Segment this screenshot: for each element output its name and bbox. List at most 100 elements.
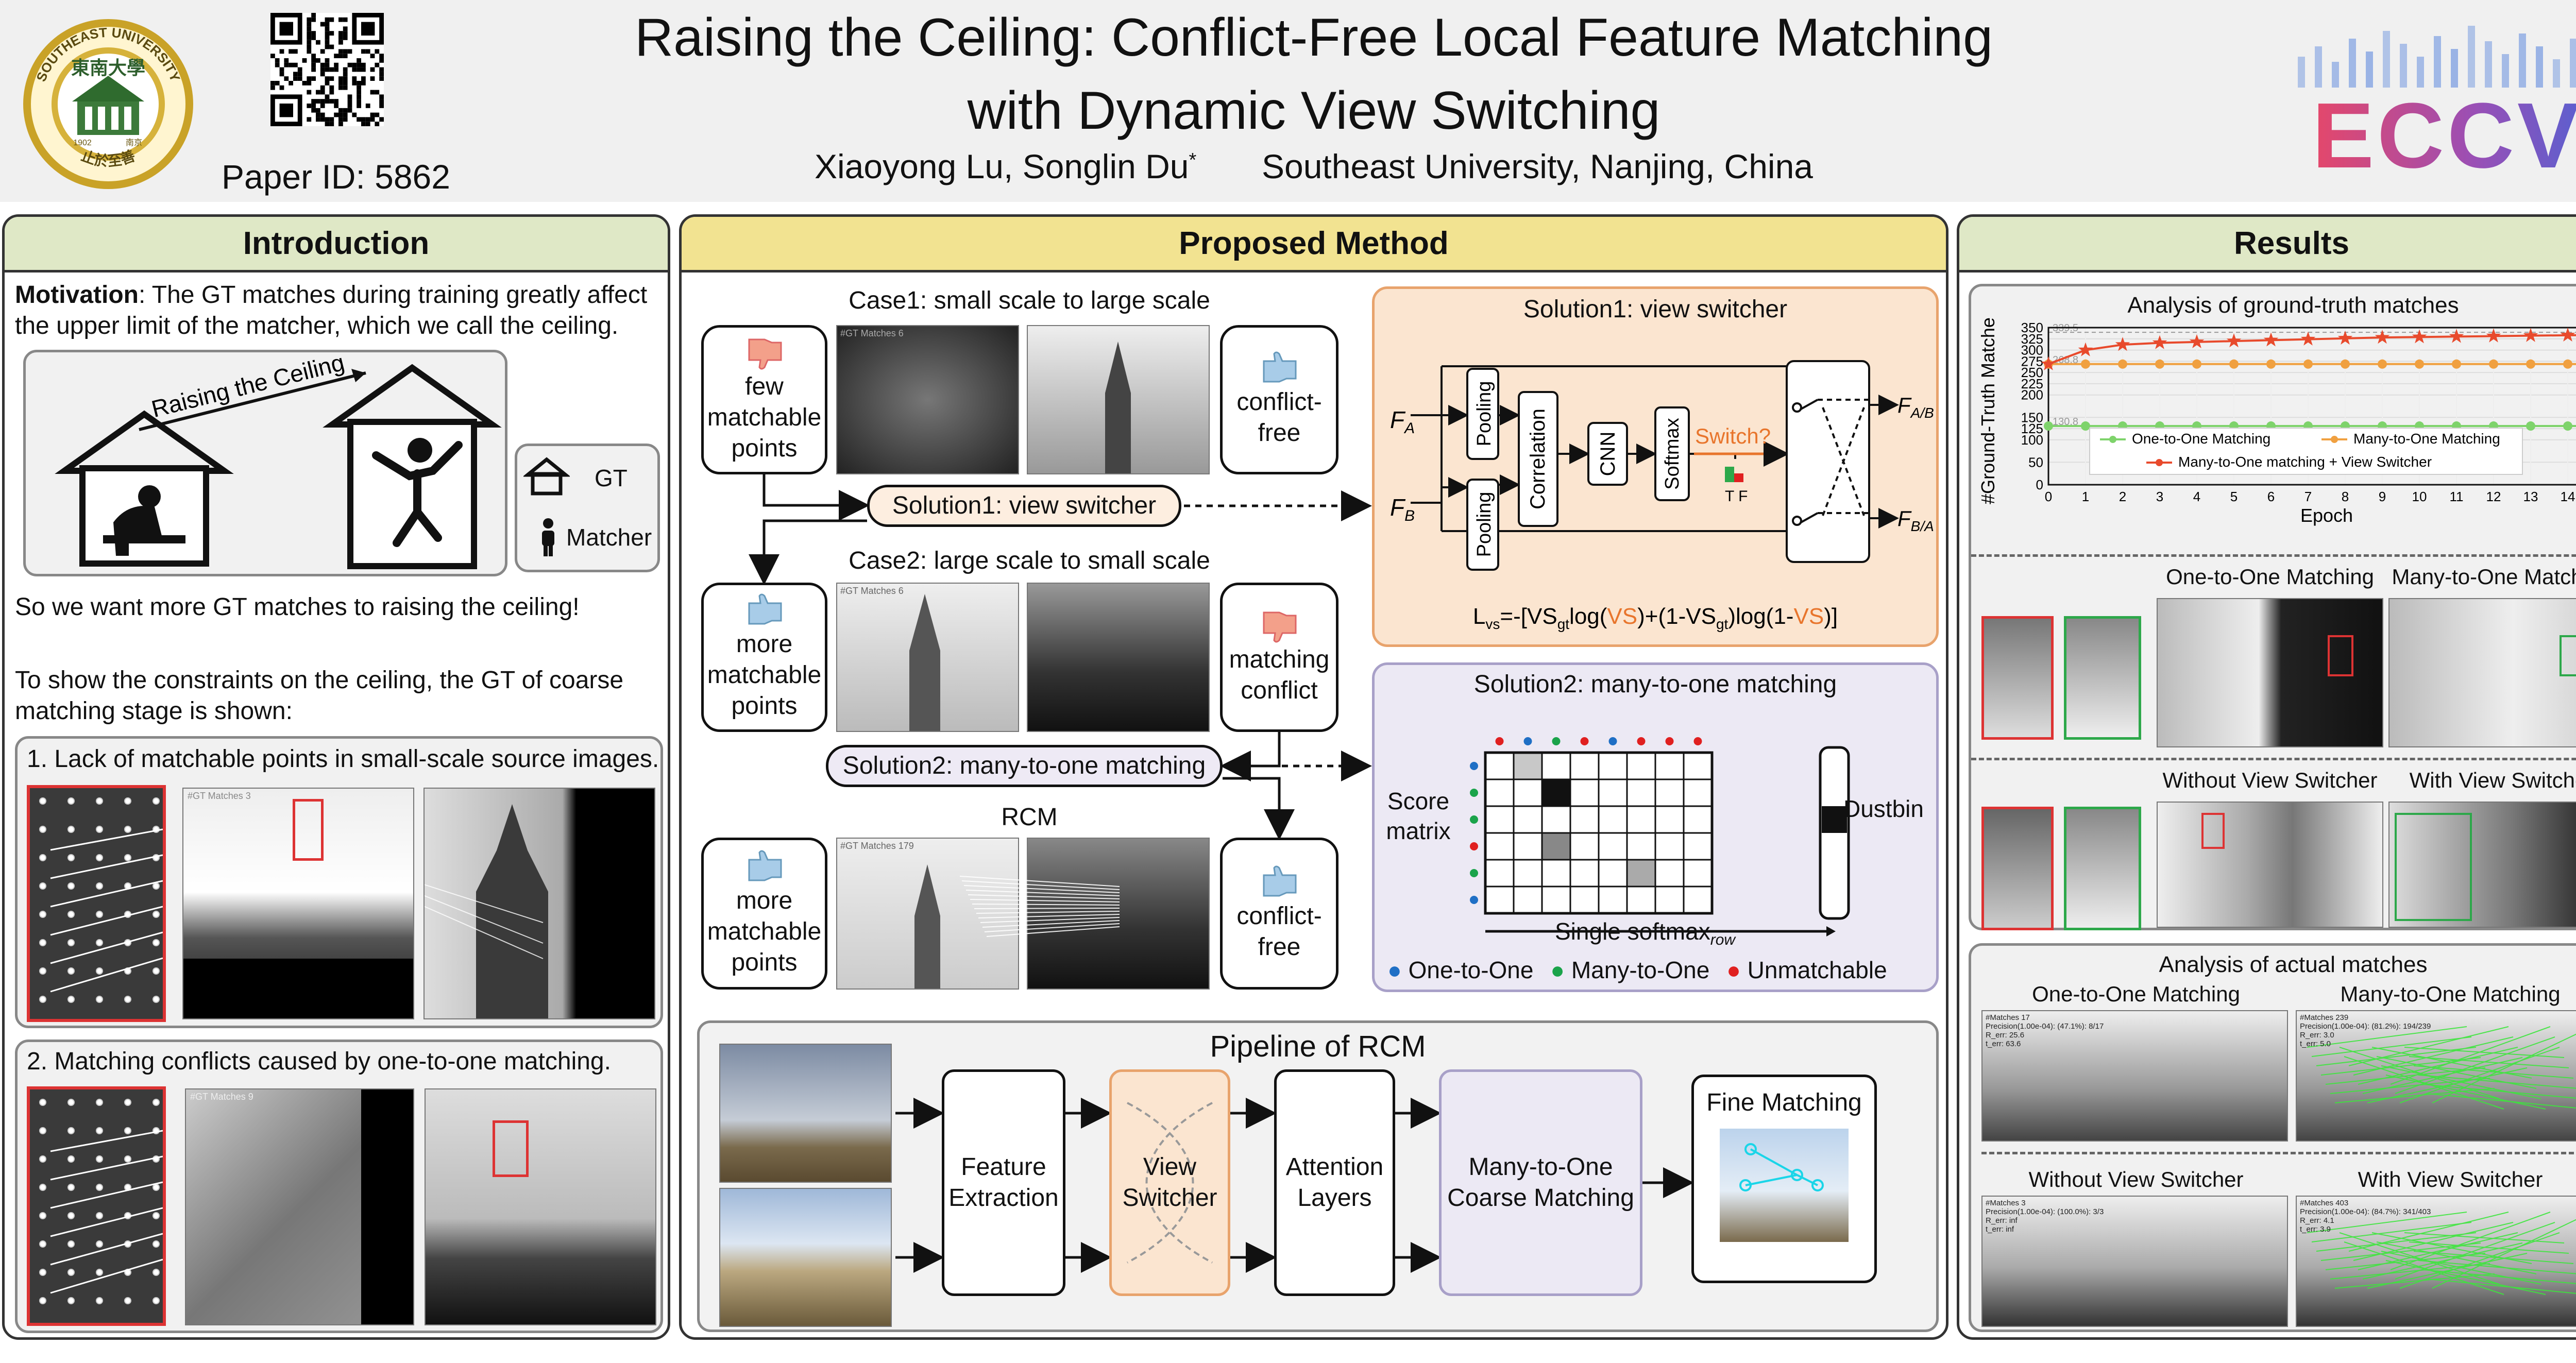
matrix-cell xyxy=(1626,752,1656,780)
logo-city: 南京 xyxy=(126,138,142,147)
matrix-cell xyxy=(1598,805,1628,834)
gt-crop-green-2 xyxy=(2064,807,2141,930)
gt-crop-red-2 xyxy=(1981,807,2054,930)
stat-line: t_err: 3.9 xyxy=(2300,1225,2331,1234)
matrix-cell xyxy=(1683,805,1713,834)
matrix-cell xyxy=(1513,778,1543,807)
x-tick-label: 5 xyxy=(2230,489,2238,504)
rcm-match-lines xyxy=(959,876,1120,937)
data-point xyxy=(2560,327,2575,342)
thumbs-up-icon xyxy=(748,850,782,881)
highlight-box xyxy=(293,799,324,861)
data-point xyxy=(2192,359,2201,369)
matrix-cell xyxy=(1683,832,1713,861)
matrix-cell xyxy=(1598,832,1628,861)
pooling-a: Pooling xyxy=(1473,381,1495,447)
row-dot-icon xyxy=(1470,896,1478,904)
intro-line2: To show the constraints on the ceiling, … xyxy=(15,667,624,725)
data-point xyxy=(2263,332,2279,347)
matrix-cell xyxy=(1484,805,1515,834)
column-dot-icon xyxy=(1580,737,1589,745)
introduction-column: Introduction Motivation: The GT matches … xyxy=(2,214,670,1340)
gt-o2o-subtitle: One-to-One Matching xyxy=(2166,565,2374,589)
solution2-button[interactable]: Solution2: many-to-one matching xyxy=(826,745,1223,787)
method-arrows xyxy=(749,474,1372,840)
actual-wo-subtitle: Without View Switcher xyxy=(2028,1167,2244,1191)
row-dot-icon xyxy=(1470,762,1478,770)
view-switcher-diagram: Pooling Pooling Correlation CNN Softmax … xyxy=(1390,360,1934,632)
legend-dot-red-icon: ● xyxy=(1726,957,1741,983)
method-heading: Proposed Method xyxy=(682,217,1946,272)
x-tick-label: 2 xyxy=(2119,489,2126,504)
column-dot-icon xyxy=(1523,737,1532,745)
pipeline-panel: Pipeline of RCM Feature Extraction View … xyxy=(697,1020,1939,1332)
constraint-1-image-b xyxy=(423,788,655,1019)
x-tick-label: 6 xyxy=(2267,489,2275,504)
constraint-2-text: 2. Matching conflicts caused by one-to-o… xyxy=(27,1048,611,1075)
authors: Xiaoyong Lu, Songlin Du xyxy=(815,147,1189,185)
pooling-b: Pooling xyxy=(1473,492,1495,557)
matrix-cell xyxy=(1598,885,1628,914)
poster-title-line2: with Dynamic View Switching xyxy=(967,81,1660,141)
column-dot-icon xyxy=(1495,737,1504,745)
authors-line: Xiaoyong Lu, Songlin Du* Southeast Unive… xyxy=(464,147,2164,186)
legend-entry: One-to-One Matching xyxy=(2132,431,2270,447)
matrix-cell xyxy=(1484,832,1515,861)
constraint-1-caption: #GT Matches 3 xyxy=(188,791,251,801)
legend-dot-blue-icon: ● xyxy=(1387,957,1402,983)
solution1-panel-title: Solution1: view switcher xyxy=(1523,296,1788,323)
logo-center-text: 東南大學 xyxy=(71,57,145,78)
legend-entry: Many-to-One matching + View Switcher xyxy=(2178,454,2432,470)
case2-image-b xyxy=(1027,583,1210,732)
matrix-cell xyxy=(1626,778,1656,807)
qr-code[interactable] xyxy=(270,13,384,126)
matrix-cell xyxy=(1541,832,1571,861)
case1-right-text: conflict-free xyxy=(1236,388,1322,447)
series-line xyxy=(2048,334,2576,365)
actual-analysis-box: Analysis of actual matches One-to-One Ma… xyxy=(1969,943,2576,1332)
poster-header: 東南大學 1902 南京 SOUTHEAST UNIVERSITY 止於至善 P… xyxy=(0,0,2576,202)
x-tick-label: 14 xyxy=(2561,489,2575,504)
constraint-2-caption: #GT Matches 9 xyxy=(190,1092,253,1102)
matrix-cell xyxy=(1541,885,1571,914)
stat-line: R_err: inf xyxy=(1986,1216,2018,1225)
row-dot-icon xyxy=(1470,842,1478,850)
gt-chart-title: Analysis of ground-truth matches xyxy=(2127,293,2459,318)
case2-title: Case2: large scale to small scale xyxy=(849,547,1210,574)
data-point xyxy=(2189,334,2205,349)
fine-matching-label: Fine Matching xyxy=(1706,1089,1862,1116)
stat-line: Precision(1.00e-04): (47.1%): 8/17 xyxy=(1986,1022,2104,1031)
x-tick-label: 12 xyxy=(2486,489,2501,504)
data-point xyxy=(2226,333,2242,348)
y-tick-label: 250 xyxy=(2021,365,2043,380)
data-point xyxy=(2489,359,2498,369)
single-softmax-label: Single softmaxrow xyxy=(1555,918,1736,949)
data-point xyxy=(2303,359,2313,369)
matrix-cell xyxy=(1626,805,1656,834)
results-heading: Results xyxy=(1959,217,2576,272)
data-point xyxy=(2378,359,2387,369)
y-tick-label: 225 xyxy=(2021,376,2043,391)
matrix-cell xyxy=(1598,778,1628,807)
matrix-cell xyxy=(1569,885,1600,914)
x-tick-label: 4 xyxy=(2193,489,2200,504)
out-ab-label: FA/B xyxy=(1897,393,1934,421)
x-tick-label: 10 xyxy=(2412,489,2427,504)
rcm-caption: #GT Matches 179 xyxy=(840,841,914,851)
matrix-cell xyxy=(1598,859,1628,888)
row-dot-icon xyxy=(1470,789,1478,797)
fa-label: FA xyxy=(1390,406,1415,437)
view-switcher-block-label: View Switcher xyxy=(1122,1153,1217,1212)
data-point xyxy=(2266,359,2276,369)
column-dot-icon xyxy=(1637,737,1646,745)
matrix-cell xyxy=(1569,832,1600,861)
solution1-button[interactable]: Solution1: view switcher xyxy=(867,485,1181,527)
y-tick-label: 125 xyxy=(2021,421,2043,436)
data-point xyxy=(2041,356,2056,370)
data-point xyxy=(2155,359,2164,369)
stat-line: #Matches 3 xyxy=(1986,1199,2026,1207)
